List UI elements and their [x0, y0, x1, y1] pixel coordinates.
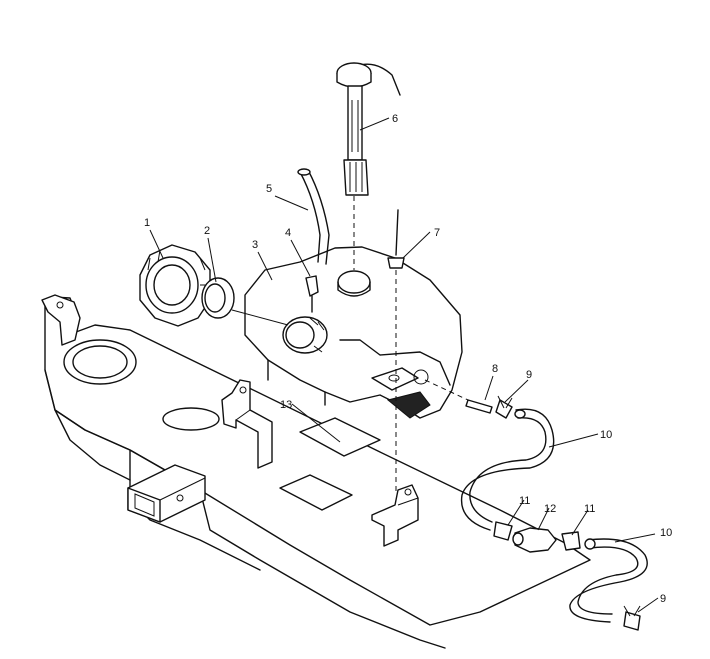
hose-clamp-9-lower	[623, 611, 641, 631]
fuel-tank-3	[244, 246, 463, 419]
callouts: 1 2 3 4 5 6 7 8 9 10 11 12 11 10 9 13	[144, 113, 672, 605]
vent-hose-5	[299, 169, 330, 265]
fuel-hose-10-lower	[569, 538, 648, 623]
callout-9-lower: 9	[660, 593, 666, 605]
fuel-filter-12	[514, 527, 557, 553]
callout-12: 12	[544, 503, 556, 515]
frame	[41, 294, 591, 649]
check-valve-4	[305, 275, 319, 297]
hose-clamp-11-right	[561, 531, 581, 551]
callout-8: 8	[492, 363, 498, 375]
callout-10-lower: 10	[660, 527, 672, 539]
callout-11-right: 11	[584, 503, 595, 515]
callout-9-upper: 9	[526, 369, 532, 381]
callout-7: 7	[434, 227, 440, 239]
hose-clamp-11-left	[493, 521, 513, 541]
callout-13: 13	[280, 399, 292, 411]
callout-5: 5	[266, 183, 272, 195]
fuel-gauge-sender-6	[336, 62, 401, 270]
callout-10-upper: 10	[600, 429, 612, 441]
fuel-cap-1	[139, 244, 211, 327]
callout-4: 4	[285, 227, 291, 239]
mounting-pin-7	[387, 209, 405, 495]
pad-13	[299, 417, 381, 457]
callout-3: 3	[252, 239, 258, 251]
fuel-hose-10-upper	[460, 408, 555, 531]
cap-gasket-2	[201, 277, 235, 319]
callout-6: 6	[392, 113, 398, 125]
callout-11-left: 11	[519, 495, 530, 507]
leader-lines	[149, 117, 659, 613]
hose-fitting-8	[465, 399, 493, 414]
callout-1: 1	[144, 217, 150, 229]
callout-2: 2	[204, 225, 210, 237]
